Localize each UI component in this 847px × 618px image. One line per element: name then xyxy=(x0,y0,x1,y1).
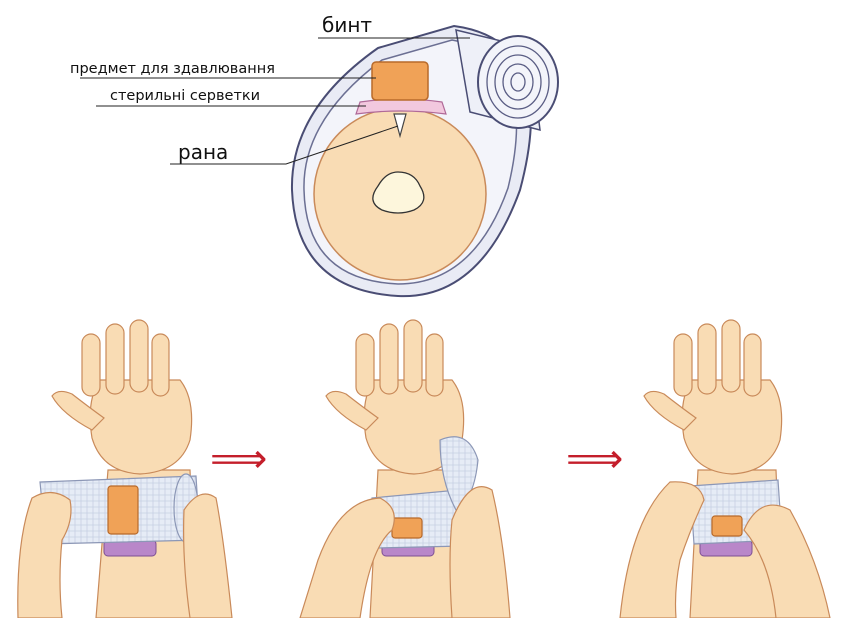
step-arrow-2: ⟹ xyxy=(566,436,623,482)
step-3-illustration xyxy=(619,319,831,618)
sterile-wipes-label: стерильні серветки xyxy=(110,88,260,104)
wound-shape xyxy=(393,113,407,139)
bandage-label: бинт xyxy=(322,13,372,37)
bone-shape xyxy=(372,171,425,214)
wound-label-line xyxy=(170,125,399,165)
cross-section-diagram: бинт предмет для здавлювання стерильні с… xyxy=(70,13,559,298)
step-1-illustration xyxy=(17,319,233,618)
step-2-illustration xyxy=(299,319,511,618)
wound-label: рана xyxy=(178,140,228,164)
pressure-object-label: предмет для здавлювання xyxy=(70,61,275,77)
bandage-roll xyxy=(455,29,559,132)
pressure-object-shape xyxy=(371,61,429,101)
step-arrow-1: ⟹ xyxy=(210,436,267,482)
